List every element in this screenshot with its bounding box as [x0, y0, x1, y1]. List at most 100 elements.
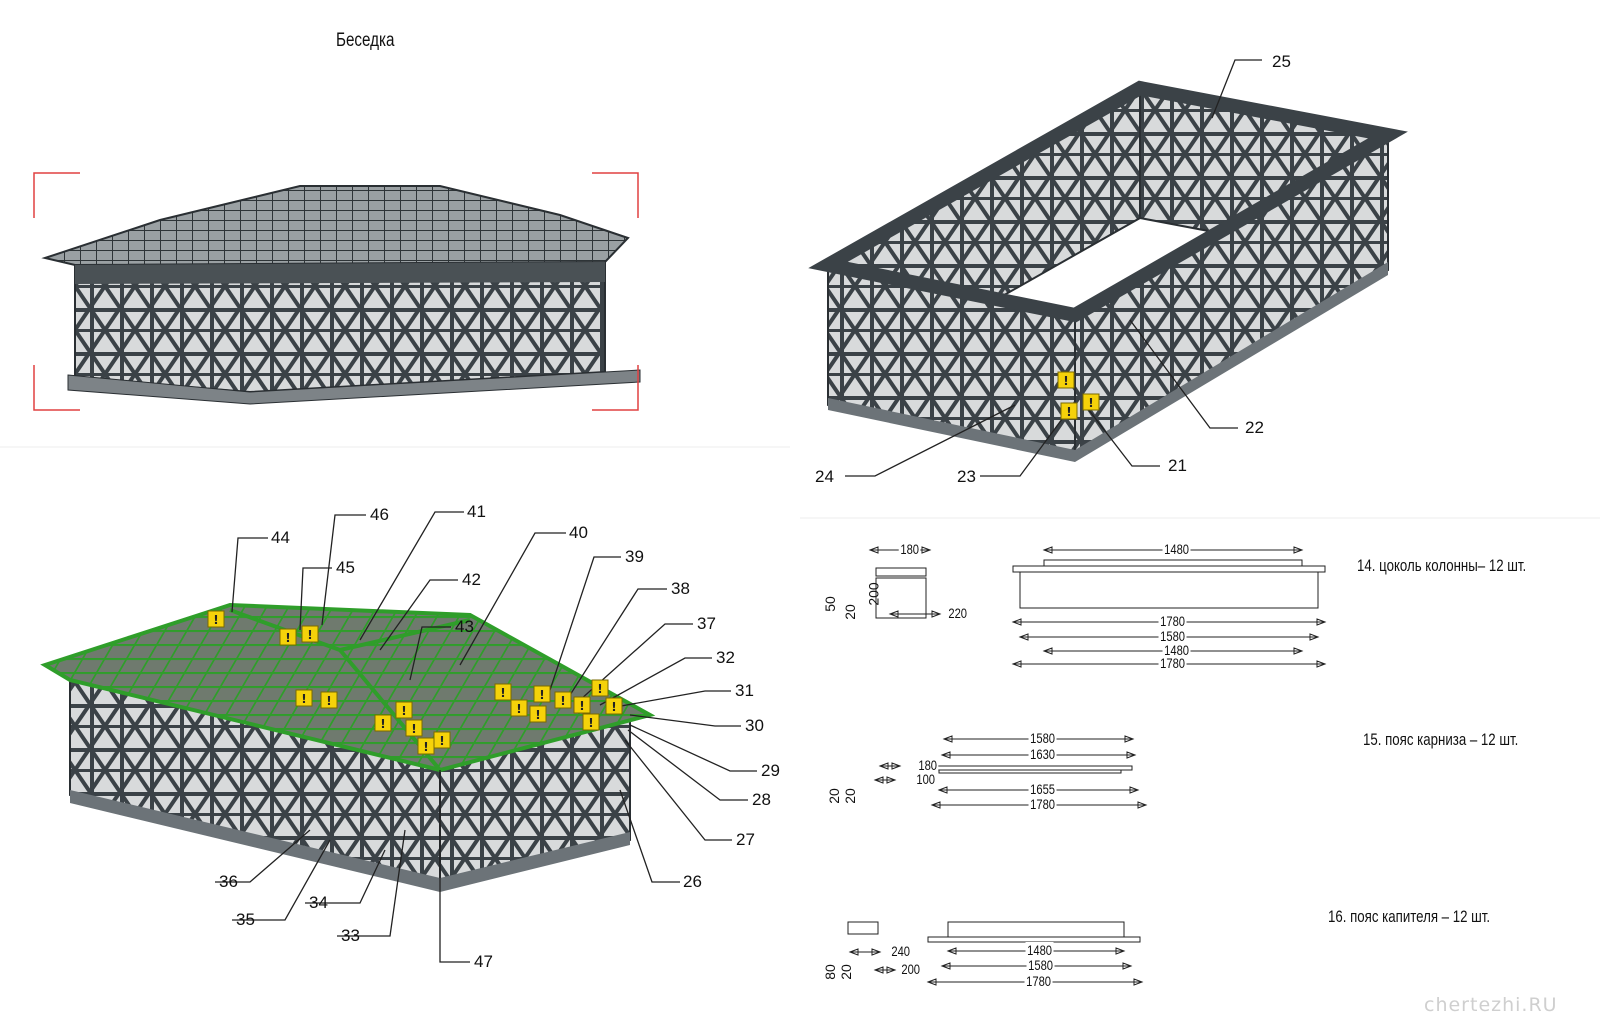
svg-text:!: !	[611, 700, 616, 714]
dimension-value: 20	[841, 788, 858, 804]
callout-number: 42	[462, 570, 481, 589]
leader-line	[1084, 404, 1160, 467]
dimension-value: 1780	[1158, 613, 1187, 629]
dimension-value: 50	[821, 596, 838, 612]
svg-text:!: !	[597, 682, 602, 696]
watermark: chertezhi.RU	[1424, 994, 1558, 1016]
dimension-value: 1630	[1028, 746, 1057, 762]
dimension-value: 20	[837, 964, 854, 980]
dimension-line	[888, 610, 942, 618]
leader-line	[299, 567, 332, 631]
dimension-value: 1580	[1026, 957, 1055, 973]
leader-line	[379, 579, 458, 651]
callout-number: 21	[1168, 456, 1187, 475]
callout-number: 24	[815, 467, 834, 486]
svg-text:!: !	[579, 699, 584, 713]
warning-icon: !	[591, 679, 609, 697]
dimension-value: 1780	[1158, 655, 1187, 671]
callout-number: 29	[761, 761, 780, 780]
callout-number: 26	[683, 872, 702, 891]
warning-icon: !	[405, 719, 423, 737]
leader-line	[980, 414, 1066, 477]
callout-number: 36	[219, 872, 238, 891]
warning-icon: !	[320, 691, 338, 709]
leader-line	[569, 588, 667, 696]
dimension-value: 240	[889, 943, 912, 959]
callout-number: 32	[716, 648, 735, 667]
warning-icon: !	[1057, 371, 1075, 389]
callout-number: 39	[625, 547, 644, 566]
dimension-value: 20	[841, 604, 858, 620]
callout-leaders	[215, 59, 1262, 963]
dimension-line	[878, 762, 902, 770]
leader-line	[629, 714, 741, 727]
leader-line	[232, 839, 331, 921]
leader-line	[629, 724, 757, 772]
svg-text:!: !	[1063, 374, 1068, 388]
dimension-line	[848, 948, 882, 956]
svg-text:!: !	[439, 734, 444, 748]
leader-line	[459, 532, 566, 666]
dimension-value: 1480	[1025, 942, 1054, 958]
part-outline	[1043, 559, 1303, 567]
svg-text:!: !	[539, 688, 544, 702]
leader-line	[409, 626, 451, 681]
leader-line	[1211, 59, 1262, 119]
callout-number: 23	[957, 467, 976, 486]
dimension-value: 20	[825, 788, 842, 804]
gazebo-full-view	[41, 185, 641, 405]
warning-icon: !	[582, 713, 600, 731]
drawing-title: Беседка	[336, 30, 395, 51]
dimension-value: 100	[914, 771, 937, 787]
warning-icon: !	[554, 691, 572, 709]
warning-icon: !	[1082, 393, 1100, 411]
callout-number: 35	[236, 910, 255, 929]
warning-icon: !	[510, 699, 528, 717]
dimension-value: 180	[898, 541, 921, 557]
callout-number: 38	[671, 579, 690, 598]
part-outline	[875, 577, 927, 619]
dimension-value: 80	[821, 964, 838, 980]
view-bracket-marks	[33, 172, 639, 411]
part-outline	[1019, 571, 1319, 609]
svg-text:!: !	[1066, 405, 1071, 419]
leader-line	[321, 514, 366, 626]
dimension-value: 220	[946, 605, 969, 621]
callout-number: 46	[370, 505, 389, 524]
callout-number: 40	[569, 523, 588, 542]
dimension-value: 1580	[1158, 628, 1187, 644]
leader-line	[579, 623, 693, 701]
callout-number: 43	[455, 617, 474, 636]
warning-icon: !	[374, 714, 392, 732]
svg-text:!: !	[326, 694, 331, 708]
svg-text:!: !	[380, 717, 385, 731]
dimension-line	[873, 966, 897, 974]
svg-text:!: !	[307, 628, 312, 642]
svg-text:!: !	[1088, 396, 1093, 410]
leader-line	[215, 829, 311, 883]
callout-number: 37	[697, 614, 716, 633]
dimension-value: 1655	[1028, 781, 1057, 797]
dimension-value: 1780	[1024, 973, 1053, 989]
svg-text:!: !	[285, 631, 290, 645]
leader-line	[845, 404, 1016, 477]
warning-icon: !	[573, 696, 591, 714]
callout-number: 45	[336, 558, 355, 577]
leader-line	[231, 537, 268, 613]
warning-icon: !	[207, 610, 225, 628]
warning-icon: !	[494, 683, 512, 701]
part-caption-14: 14. цоколь колонны– 12 шт.	[1357, 556, 1527, 575]
warning-icon: !	[533, 685, 551, 703]
warning-markers: !!!!!!!!!!!!!!!!!!!!!!	[207, 371, 1100, 755]
callout-number: 44	[271, 528, 290, 547]
leader-line	[359, 511, 464, 641]
dimension-drawings	[847, 546, 1327, 986]
warning-icon: !	[301, 625, 319, 643]
leader-line	[1129, 319, 1238, 429]
part-outline	[947, 921, 1125, 938]
warning-icon: !	[1060, 402, 1078, 420]
leader-line	[599, 657, 712, 706]
callout-number: 30	[745, 716, 764, 735]
part-caption-15: 15. пояс карниза – 12 шт.	[1363, 730, 1519, 749]
